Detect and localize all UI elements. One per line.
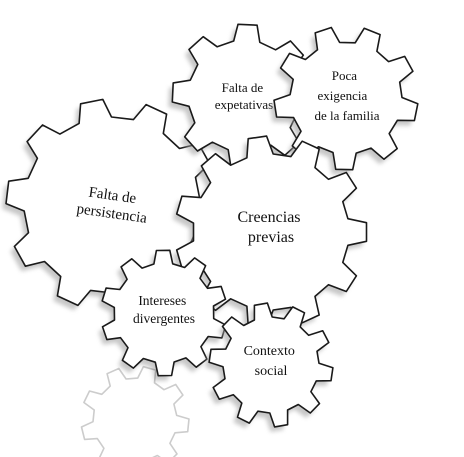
gear-label: Creencias previas <box>237 209 304 246</box>
gear-contexto-social: Contexto social <box>205 302 334 432</box>
gear-outline <box>175 135 368 329</box>
faded-gear-fragment <box>80 365 190 457</box>
gear-outline <box>208 302 334 428</box>
gear-label: Falta de expetativas <box>215 80 273 112</box>
gear-label: Contexto social <box>244 344 299 379</box>
gear-intereses-divergentes: Intereses divergentes <box>98 249 227 381</box>
gear-outline <box>101 249 227 377</box>
gear-label: Poca exigencia de la familia <box>315 68 380 123</box>
gear-poca-exigencia: Poca exigencia de la familia <box>270 26 419 175</box>
gear-creencias-previas: Creencias previas <box>172 135 368 333</box>
gear-outline <box>273 26 419 171</box>
gear-label: Intereses divergentes <box>133 293 195 326</box>
gear-outline <box>80 365 190 457</box>
